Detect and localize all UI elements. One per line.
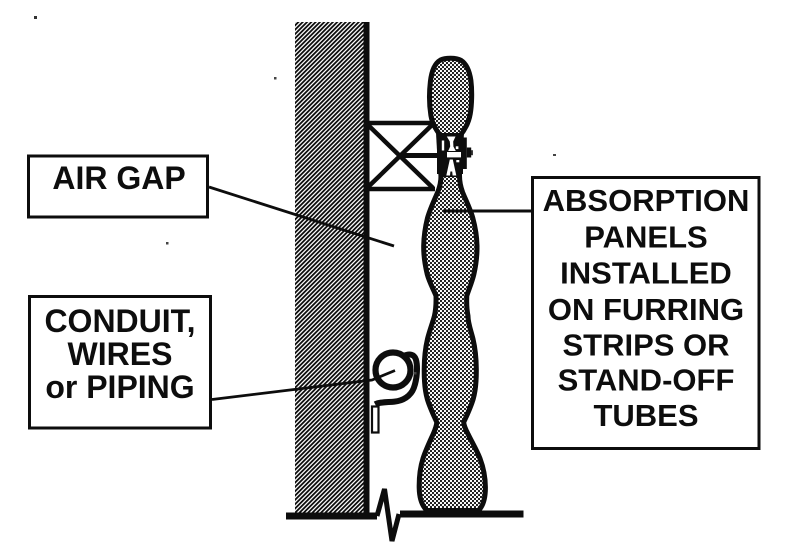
svg-text:or PIPING: or PIPING [45,369,194,405]
svg-text:PANELS: PANELS [584,220,707,255]
svg-text:STAND-OFF: STAND-OFF [558,363,735,398]
svg-text:ABSORPTION: ABSORPTION [543,183,750,218]
svg-text:ON FURRING: ON FURRING [548,292,744,327]
svg-text:TUBES: TUBES [593,398,698,433]
svg-text:AIR GAP: AIR GAP [52,160,185,196]
svg-text:CONDUIT,: CONDUIT, [44,303,195,339]
svg-text:WIRES: WIRES [68,336,173,372]
svg-text:INSTALLED: INSTALLED [560,256,732,291]
svg-text:STRIPS OR: STRIPS OR [562,328,729,363]
